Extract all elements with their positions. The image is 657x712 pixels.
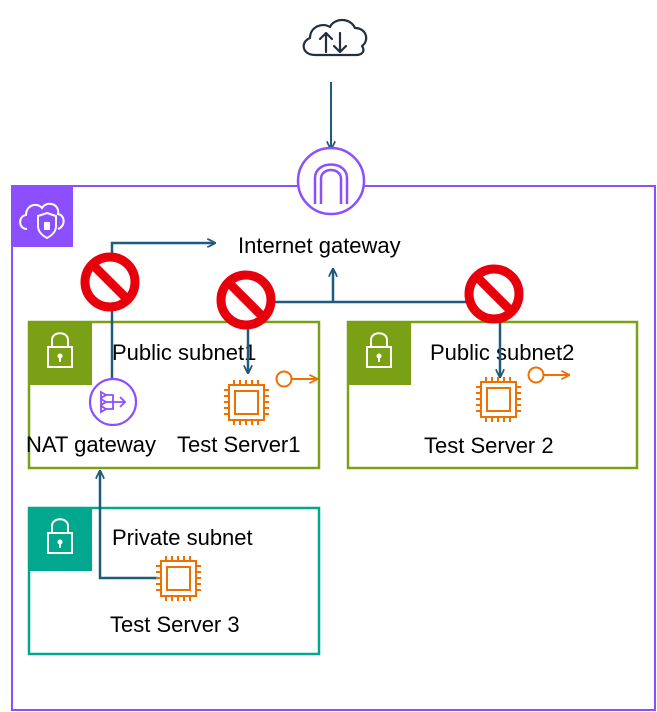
server3-to-nat-route — [100, 472, 158, 580]
private-subnet-box — [27, 506, 321, 656]
nat-to-igw-route — [110, 243, 214, 378]
nat-gateway-icon — [88, 377, 138, 427]
public-subnet2-label: Public subnet2 — [430, 340, 574, 365]
public-subnet1-label: Public subnet1 — [112, 340, 256, 365]
internet-gateway-label: Internet gateway — [238, 233, 401, 258]
ec2-instance-chip-icon — [476, 377, 521, 422]
public-subnet1-box — [27, 320, 321, 470]
test-server3-label: Test Server 3 — [110, 612, 240, 637]
lock-icon — [348, 322, 411, 385]
prohibited-icon — [80, 252, 140, 312]
lock-icon — [29, 508, 92, 571]
elastic-ip-key-icon — [527, 366, 569, 384]
ec2-instance-chip-icon — [224, 380, 269, 425]
test-server1-label: Test Server1 — [177, 432, 301, 457]
lock-icon — [29, 322, 92, 385]
prohibited-icon — [216, 270, 276, 330]
nat-gateway-label: NAT gateway — [26, 432, 156, 457]
vpc-cloud-shield-icon — [12, 186, 73, 247]
private-subnet-label: Private subnet — [112, 525, 253, 550]
prohibited-icon — [464, 264, 524, 324]
cloud-upload-download-icon — [302, 18, 368, 57]
test-server2-label: Test Server 2 — [424, 433, 554, 458]
ec2-instance-chip-icon — [156, 556, 201, 601]
elastic-ip-key-icon — [275, 370, 317, 388]
internet-gateway-icon — [296, 146, 366, 216]
